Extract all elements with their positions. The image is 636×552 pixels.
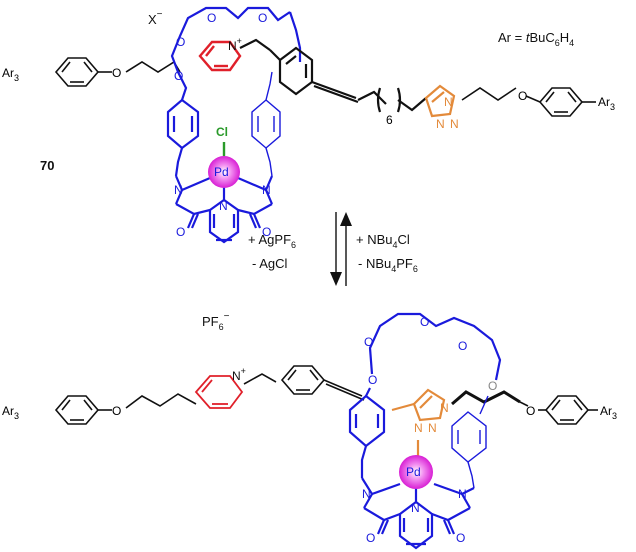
bottom-right-chain <box>451 390 521 406</box>
bottom-triazole <box>391 388 446 422</box>
bottom-right-ar3: Ar3 <box>600 404 617 421</box>
bottom-amide-n-left: N <box>362 487 371 501</box>
top-amide-n-left: N <box>174 183 183 197</box>
bottom-pyridine-n: N <box>411 501 420 515</box>
top-pyridinium-n: N+ <box>228 36 242 53</box>
top-palladium-glow <box>208 156 240 188</box>
forward-reagent-1: + AgPF6 <box>248 232 296 250</box>
top-carbonyl-o-left: O <box>176 225 185 239</box>
top-pyridinium <box>198 40 242 72</box>
top-left-phenylene <box>166 98 200 177</box>
bottom-crown-oxygen-4: O <box>368 373 377 387</box>
top-triazole-n3: N <box>450 117 459 131</box>
bottom-counterion: PF6− <box>202 311 230 332</box>
top-triazole-n1: N <box>444 95 453 109</box>
bottom-right-stopper <box>519 395 598 425</box>
top-right-ether-oxygen: O <box>518 89 527 103</box>
bottom-left-stopper <box>54 393 197 425</box>
top-right-stopper <box>461 87 596 117</box>
crown-oxygen-4: O <box>174 69 183 83</box>
crown-oxygen-2: O <box>258 11 267 25</box>
bottom-carbonyl-o-left: O <box>366 531 375 545</box>
top-chloride: Cl <box>216 125 228 139</box>
crown-oxygen-3: O <box>176 35 185 49</box>
bottom-pyridinium <box>194 375 244 409</box>
bottom-crown-oxygen-5: O <box>488 379 497 393</box>
bottom-right-ether-oxygen: O <box>526 404 535 418</box>
bottom-rotaxane: PF6− Ar3 O N+ O O O O <box>2 311 617 550</box>
top-left-ar3: Ar3 <box>2 66 19 83</box>
top-right-ar3: Ar3 <box>598 95 615 112</box>
bottom-left-phenylene <box>348 387 386 478</box>
top-axle <box>239 38 427 113</box>
bottom-triazole-n1: N <box>440 401 449 415</box>
bottom-axle <box>243 365 365 401</box>
bottom-left-ar3: Ar3 <box>2 404 19 421</box>
top-triazole <box>424 84 456 118</box>
bottom-pd-pincer: Pd N N N O O <box>361 440 475 550</box>
top-carbonyl-o-right: O <box>262 225 271 239</box>
bottom-palladium: Pd <box>406 465 421 479</box>
reverse-reagent-2: - NBu4PF6 <box>358 256 418 274</box>
top-pd-pincer: Cl Pd N N N O O <box>174 125 274 244</box>
reverse-reagent-1: + NBu4Cl <box>356 232 410 250</box>
top-rotaxane: X− Ar = tBuC6H4 70 Ar3 O O O O O <box>2 6 615 244</box>
top-right-phenylene <box>251 71 281 177</box>
ar-definition: Ar = tBuC6H4 <box>498 30 574 48</box>
bottom-right-phenylene <box>451 395 489 489</box>
bottom-crown-oxygen-2: O <box>420 315 429 329</box>
crown-oxygen-1: O <box>207 11 216 25</box>
top-pyridine-n: N <box>219 199 228 213</box>
top-counterion: X− <box>148 9 163 27</box>
bottom-amide-n-right: N <box>458 487 467 501</box>
bottom-triazole-n3: N <box>428 421 437 435</box>
forward-reagent-2: - AgCl <box>252 256 288 271</box>
bottom-carbonyl-o-right: O <box>456 531 465 545</box>
equilibrium-arrows <box>330 212 352 286</box>
bottom-left-ether-oxygen: O <box>112 404 121 418</box>
compound-number: 70 <box>40 158 54 173</box>
bottom-pyridinium-n: N+ <box>232 366 246 383</box>
bottom-crown-oxygen-3: O <box>458 339 467 353</box>
top-amide-n-right: N <box>262 183 271 197</box>
bottom-palladium-glow <box>399 455 433 489</box>
top-crown-ether <box>170 6 302 101</box>
top-palladium: Pd <box>214 165 229 179</box>
top-left-ether-oxygen: O <box>112 66 121 80</box>
bottom-crown-ether <box>368 312 502 381</box>
top-chain-repeat: 6 <box>386 113 393 127</box>
bottom-crown-oxygen-1: O <box>364 335 373 349</box>
bottom-triazole-n2: N <box>414 421 423 435</box>
top-triazole-n2: N <box>436 117 445 131</box>
